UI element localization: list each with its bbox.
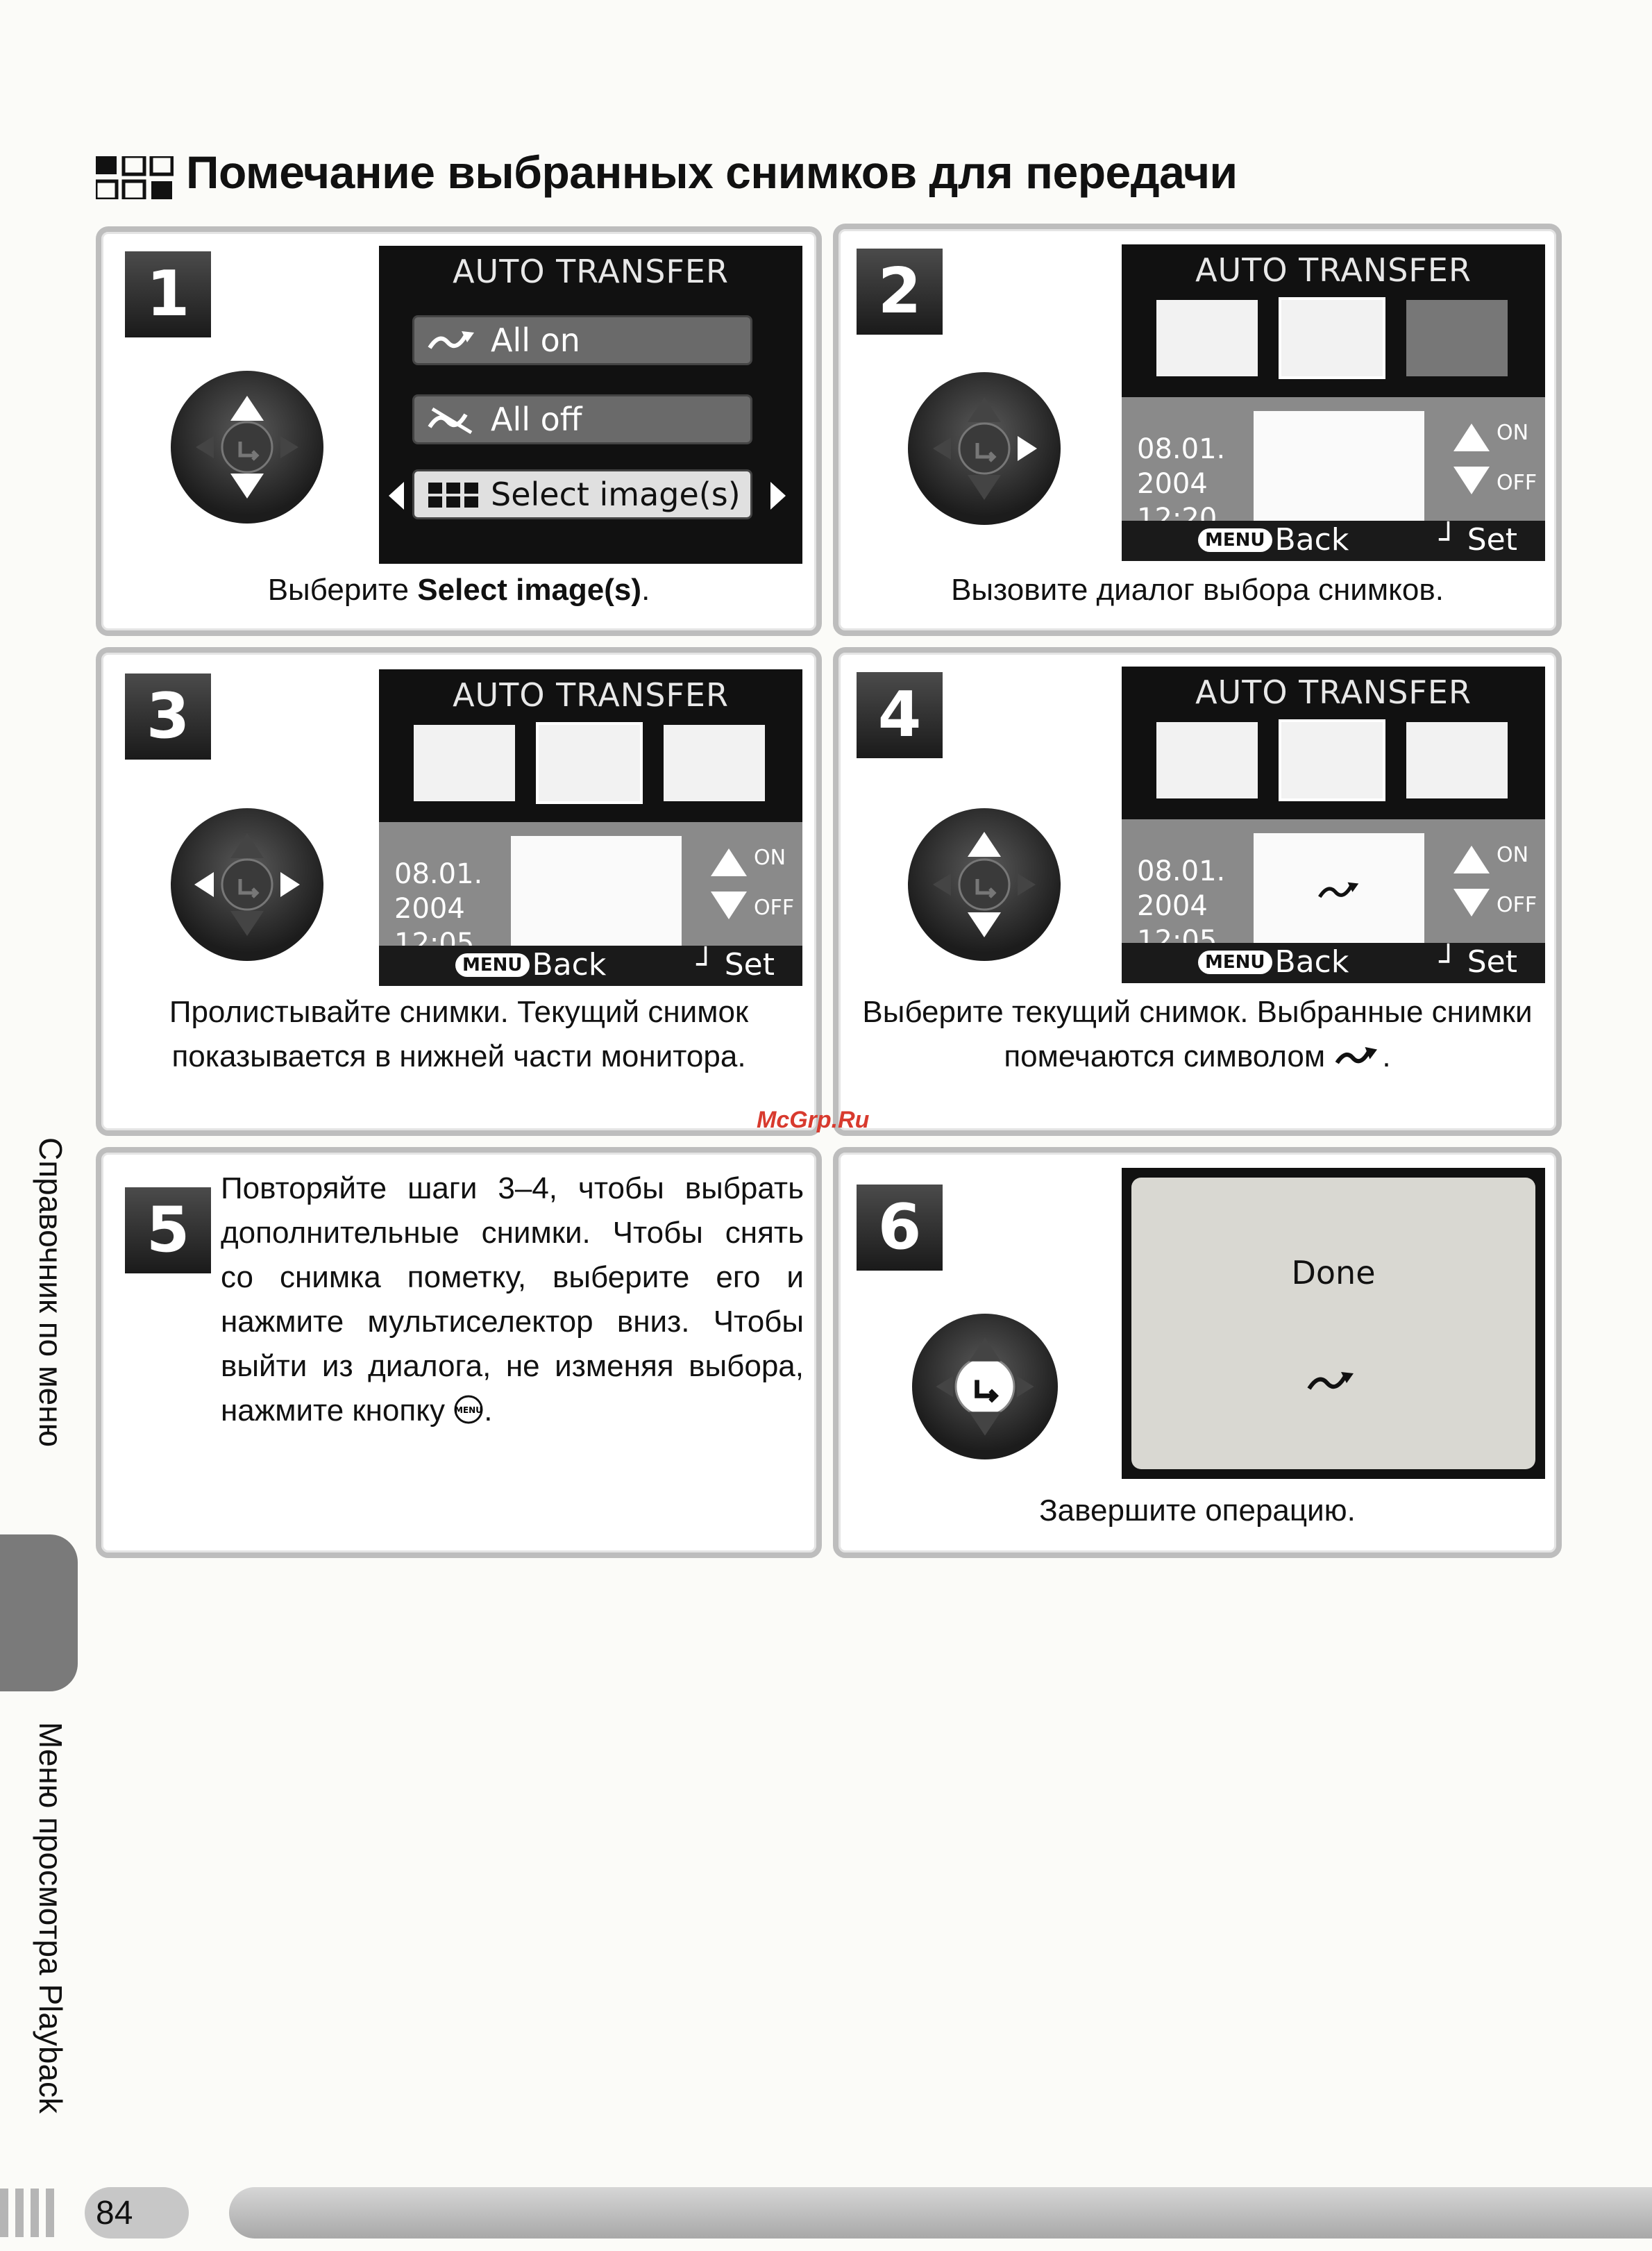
step-number: 5 xyxy=(125,1187,211,1273)
step-number: 1 xyxy=(125,251,211,337)
set-hint: ┘ Set xyxy=(1439,522,1517,558)
step-5-panel: 5 Повторяйте шаги 3–4, чтобы выбрать доп… xyxy=(96,1147,822,1558)
enter-icon: ┘ xyxy=(1439,944,1467,980)
step-number: 6 xyxy=(857,1185,943,1271)
thumbnail-strip xyxy=(379,719,802,805)
thumbnail-strip xyxy=(1122,717,1545,803)
step-number: 3 xyxy=(125,673,211,760)
enter-icon: ┘ xyxy=(696,947,725,982)
transfer-mark-icon xyxy=(1335,1047,1378,1064)
footer-stripes xyxy=(0,2189,54,2237)
step-5-text: Повторяйте шаги 3–4, чтобы выбрать допол… xyxy=(221,1171,804,1428)
enter-icon: ┘ xyxy=(1439,522,1467,558)
step-6-panel: 6 Done Завершите операцию. xyxy=(833,1147,1562,1558)
screen-title: AUTO TRANSFER xyxy=(453,676,729,714)
done-label: Done xyxy=(1291,1254,1376,1291)
thumbnail-strip xyxy=(1122,294,1545,380)
multi-selector-icon xyxy=(908,808,1061,961)
watermark: McGrp.Ru xyxy=(757,1107,870,1133)
transfer-mark-icon xyxy=(1318,882,1359,898)
on-off-indicator: ON OFF xyxy=(1451,414,1537,504)
menu-item-label: All off xyxy=(491,401,582,438)
thumbnail xyxy=(414,725,515,801)
menu-item-select-images[interactable]: Select image(s) xyxy=(412,469,752,519)
set-hint: ┘ Set xyxy=(1439,944,1517,980)
step-caption: Выберите текущий снимок. Выбранные снимк… xyxy=(862,995,1533,1073)
preview-image xyxy=(511,836,682,965)
transfer-off-icon xyxy=(428,407,473,435)
thumbnail xyxy=(1156,722,1258,798)
image-select-icon xyxy=(428,483,478,508)
multi-selector-icon xyxy=(912,1314,1058,1459)
set-hint: ┘ Set xyxy=(696,947,775,982)
thumbnail xyxy=(1406,300,1508,376)
step-caption: Выберите Select image(s). xyxy=(267,573,650,607)
done-dialog: Done xyxy=(1131,1178,1535,1469)
menu-item-all-off[interactable]: All off xyxy=(412,394,752,444)
menu-item-label: All on xyxy=(491,321,580,359)
step-caption: Пролистывайте снимки. Текущий снимок пок… xyxy=(169,995,749,1073)
step-caption: Вызовите диалог выбора снимков. xyxy=(951,573,1444,607)
step-caption: Завершите операцию. xyxy=(1039,1493,1356,1528)
transfer-mark-icon xyxy=(1307,1372,1354,1390)
camera-monitor: AUTO TRANSFER All on All off Select imag… xyxy=(379,246,802,564)
up-down-arrows-icon xyxy=(1453,424,1490,494)
transfer-icon xyxy=(428,331,474,349)
side-tab xyxy=(0,1534,78,1691)
camera-monitor: Done xyxy=(1122,1168,1545,1479)
on-off-indicator: ON OFF xyxy=(1451,836,1537,926)
page-number-pill xyxy=(85,2187,189,2239)
step-number: 2 xyxy=(857,249,943,335)
thumbnail-current xyxy=(536,722,643,804)
step-1-panel: 1 AUTO TRANSFER All on All off Select im… xyxy=(96,226,822,636)
thumbnail-current xyxy=(1279,719,1385,801)
chevron-left-icon xyxy=(389,482,404,510)
menu-item-label: Select image(s) xyxy=(491,476,741,513)
step-number: 4 xyxy=(857,672,943,758)
on-off-indicator: ON OFF xyxy=(708,839,794,929)
screen-title: AUTO TRANSFER xyxy=(453,253,729,290)
multi-selector-icon xyxy=(908,372,1061,525)
svg-text:MENU: MENU xyxy=(455,1405,482,1415)
chevron-right-icon xyxy=(770,482,786,510)
screen-title: AUTO TRANSFER xyxy=(1195,251,1472,289)
side-section-label: Справочник по меню xyxy=(33,1137,69,1448)
thumbnail xyxy=(664,725,765,801)
page-title: Помечание выбранных снимков для передачи xyxy=(186,147,1238,198)
thumbnail xyxy=(1406,722,1508,798)
side-subsection-label: Меню просмотра Playback xyxy=(33,1722,69,2114)
thumbnail xyxy=(1156,300,1258,376)
preview-image xyxy=(1254,833,1424,962)
multi-selector-icon xyxy=(171,808,323,961)
up-down-arrows-icon xyxy=(1453,846,1490,917)
footer-bar xyxy=(229,2187,1652,2239)
screen-title: AUTO TRANSFER xyxy=(1195,673,1472,711)
menu-item-all-on[interactable]: All on xyxy=(412,315,752,365)
up-down-arrows-icon xyxy=(711,848,747,919)
multi-selector-icon xyxy=(171,371,323,524)
preview-image xyxy=(1254,411,1424,540)
menu-button-icon: MENU xyxy=(454,1395,483,1424)
thumbnail-current xyxy=(1279,297,1385,379)
image-select-icon xyxy=(96,156,174,199)
page-number: 84 xyxy=(96,2195,133,2232)
